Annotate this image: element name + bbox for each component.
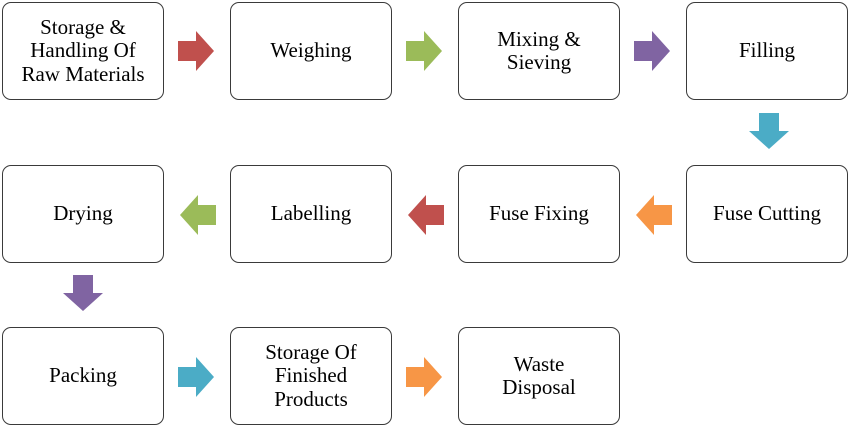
- arrow-left-icon: [408, 195, 444, 235]
- step-labelling: Labelling: [230, 165, 392, 263]
- step-packing: Packing: [2, 327, 164, 425]
- step-waste-disposal: Waste Disposal: [458, 327, 620, 425]
- step-storage-finished-products: Storage Of Finished Products: [230, 327, 392, 425]
- arrow-right-icon: [406, 357, 442, 397]
- arrow-right-icon: [406, 31, 442, 71]
- arrow-right-icon: [178, 357, 214, 397]
- step-fuse-fixing: Fuse Fixing: [458, 165, 620, 263]
- arrow-down-icon: [749, 113, 789, 149]
- arrow-left-icon: [180, 195, 216, 235]
- arrow-left-icon: [636, 195, 672, 235]
- step-mixing-sieving: Mixing & Sieving: [458, 2, 620, 100]
- arrow-right-icon: [178, 31, 214, 71]
- step-filling: Filling: [686, 2, 848, 100]
- arrow-right-icon: [634, 31, 670, 71]
- step-drying: Drying: [2, 165, 164, 263]
- step-fuse-cutting: Fuse Cutting: [686, 165, 848, 263]
- step-storage-handling-raw-materials: Storage & Handling Of Raw Materials: [2, 2, 164, 100]
- arrow-down-icon: [63, 275, 103, 311]
- step-weighing: Weighing: [230, 2, 392, 100]
